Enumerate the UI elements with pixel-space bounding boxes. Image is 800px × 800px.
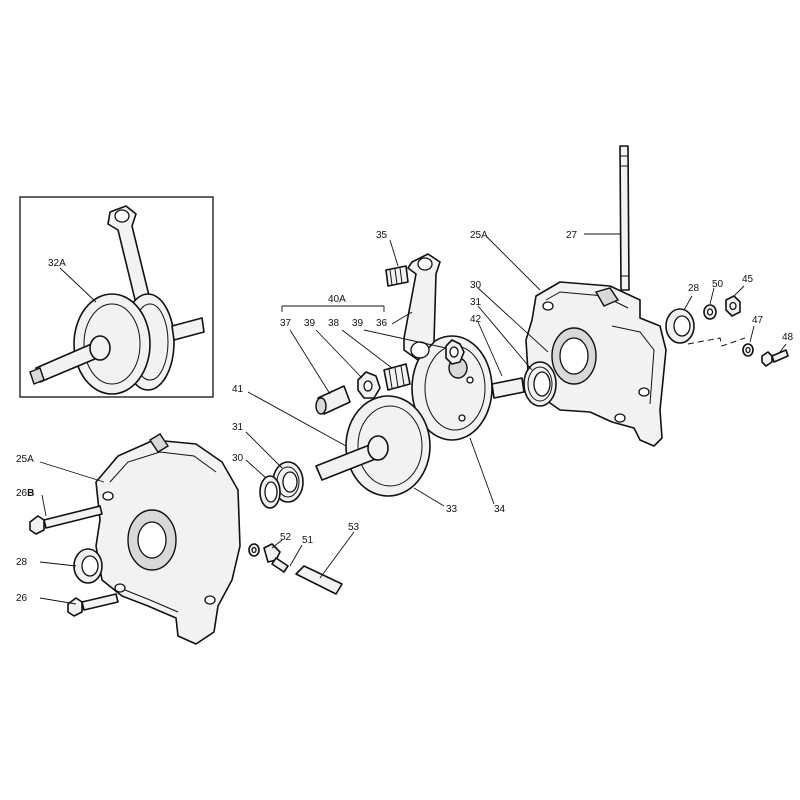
callout-26B-number: 26 [16, 488, 28, 499]
cylinder-stud [619, 145, 630, 291]
callout-42: 42 [470, 314, 482, 325]
short-bolt [67, 593, 119, 617]
callout-47: 47 [752, 315, 764, 326]
callout-41: 41 [232, 384, 244, 395]
callout-48: 48 [782, 332, 794, 343]
callout-31-left: 31 [232, 422, 244, 433]
callout-39-right: 39 [352, 318, 364, 329]
callout-33: 33 [446, 504, 458, 515]
callout-53: 53 [348, 522, 360, 533]
callout-35: 35 [376, 230, 388, 241]
leader-lines [39, 233, 787, 605]
callout-26B: 26B [16, 488, 34, 499]
main-bearing-right [523, 361, 557, 407]
crankshaft-web-right [411, 335, 525, 441]
screw [761, 349, 789, 367]
callout-32A: 32A [48, 258, 66, 269]
callout-31-top: 31 [470, 297, 482, 308]
washer-small [742, 343, 754, 357]
callout-40A: 40A [328, 294, 346, 305]
oil-hose [295, 565, 343, 595]
callout-26B-letter: B [27, 488, 34, 499]
crankshaft-web-left [315, 395, 431, 497]
oil-fitting [248, 543, 289, 573]
crank-pin [315, 385, 351, 415]
callout-39-left: 39 [304, 318, 316, 329]
long-bolt [29, 505, 103, 535]
callout-36: 36 [376, 318, 388, 329]
left-crankcase-half [95, 433, 241, 645]
callout-34: 34 [494, 504, 506, 515]
callout-25A-left: 25A [16, 454, 34, 465]
inset-crankshaft-assembly [19, 196, 214, 398]
callout-26: 26 [16, 593, 28, 604]
thrust-washer-left [357, 371, 381, 399]
callout-51: 51 [302, 535, 314, 546]
callout-28-left: 28 [16, 557, 28, 568]
callout-38: 38 [328, 318, 340, 329]
callout-27: 27 [566, 230, 578, 241]
callout-37: 37 [280, 318, 292, 329]
thrust-washer-right [445, 339, 465, 365]
callout-45: 45 [742, 274, 754, 285]
callout-30-left: 30 [232, 453, 244, 464]
oil-seal-right [665, 308, 695, 344]
washer [703, 304, 717, 320]
main-bearing-left [259, 461, 304, 509]
callout-25A-top: 25A [470, 230, 488, 241]
connecting-rod [403, 253, 441, 361]
oil-seal-left [73, 548, 103, 584]
callout-50: 50 [712, 279, 724, 290]
big-end-bearing [383, 363, 411, 391]
callout-30-top: 30 [470, 280, 482, 291]
callout-52: 52 [280, 532, 292, 543]
small-end-bearing [385, 265, 409, 287]
callout-28-top: 28 [688, 283, 700, 294]
nut [725, 295, 741, 317]
